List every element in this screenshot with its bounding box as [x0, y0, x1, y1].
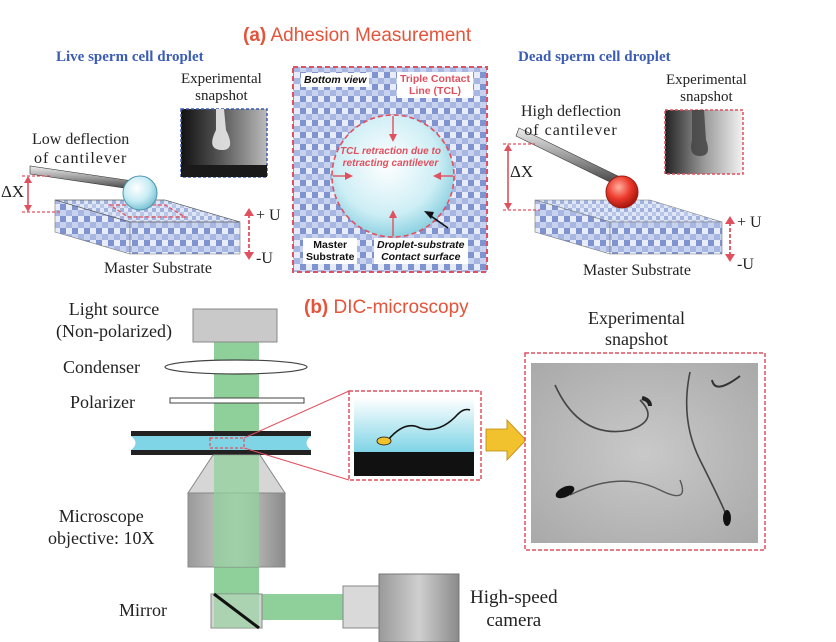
left-delta-x-label: ΔX	[1, 182, 25, 201]
right-u-arrow	[725, 216, 735, 262]
tcl-label-line1: Triple Contact	[400, 73, 471, 85]
right-cantilever	[515, 127, 639, 209]
left-snapshot	[180, 108, 268, 178]
mirror-label: Mirror	[119, 600, 167, 620]
light-source-label: Light source (Non-polarized)	[56, 298, 172, 342]
panel-b-title-text: DIC-microscopy	[333, 297, 469, 318]
tcl-retraction-line1: TCL retraction due to	[340, 146, 441, 157]
panel-b-letter: (b)	[304, 297, 329, 318]
condenser-label: Condenser	[63, 357, 140, 377]
tcl-label-line2: Line (TCL)	[409, 85, 461, 97]
contact-surface-label: Droplet-substrate Contact surface	[374, 238, 468, 264]
dic-snapshot-label: Experimental snapshot	[588, 308, 685, 350]
right-snapshot-label-line2: snapshot	[680, 89, 733, 105]
objective-label: Microscope objective: 10X	[48, 505, 154, 549]
left-snapshot-label-line1: Experimental	[181, 71, 262, 87]
dic-snapshot-line2: snapshot	[604, 329, 668, 349]
left-cantilever	[29, 165, 158, 211]
low-deflection-line2: of cantilever	[33, 150, 128, 167]
objective-line1: Microscope	[58, 506, 144, 526]
left-u-arrow	[244, 208, 254, 260]
camera-line2: camera	[486, 610, 542, 631]
panel-a-title: (a) Adhesion Measurement	[243, 25, 471, 47]
right-snapshot-label-line1: Experimental	[666, 72, 747, 88]
right-substrate	[534, 199, 723, 255]
camera-label: High-speed camera	[470, 586, 558, 632]
center-master-substrate-label: Master Substrate	[303, 238, 358, 264]
right-plus-u-label: + U	[737, 214, 762, 231]
light-source-line1: Light source	[68, 299, 160, 319]
objective-line2: objective: 10X	[48, 528, 155, 548]
live-sperm-title: Live sperm cell droplet	[56, 49, 204, 65]
left-minus-u-label: -U	[256, 250, 273, 267]
panel-a-title-text: Adhesion Measurement	[270, 25, 472, 46]
light-source-line2: (Non-polarized)	[56, 321, 172, 341]
zoom-connector	[243, 390, 350, 481]
tcl-retraction-label: TCL retraction due to retracting cantile…	[340, 146, 441, 170]
contact-surface-line1: Droplet-substrate	[377, 239, 465, 251]
mini-sperm-view	[348, 390, 482, 481]
low-deflection-line1: Low deflection	[32, 131, 130, 148]
right-minus-u-label: -U	[737, 256, 754, 273]
tcl-label: Triple Contact Line (TCL)	[397, 72, 474, 98]
contact-surface-line2: Contact surface	[381, 251, 461, 263]
center-bottom-view	[292, 66, 488, 273]
left-snapshot-label-line2: snapshot	[195, 88, 248, 104]
high-deflection-line1: High deflection	[521, 103, 621, 120]
right-delta-x-label: ΔX	[510, 162, 534, 181]
low-deflection-label: Low deflection of cantilever	[32, 130, 129, 168]
high-deflection-line2: of cantilever	[524, 122, 618, 139]
high-deflection-label: High deflection of cantilever	[521, 102, 621, 140]
dead-sperm-title: Dead sperm cell droplet	[518, 49, 671, 65]
right-delta-x-marker	[503, 143, 540, 211]
polarizer-label: Polarizer	[70, 392, 135, 412]
center-master-line1: Master	[313, 239, 348, 251]
yellow-arrow	[485, 418, 527, 462]
right-snapshot	[664, 109, 744, 175]
dic-snapshot-line1: Experimental	[588, 308, 685, 328]
bottom-view-label: Bottom view	[301, 73, 370, 87]
right-master-substrate-label: Master Substrate	[583, 262, 691, 279]
left-master-substrate-label: Master Substrate	[104, 260, 212, 277]
tcl-retraction-line2: retracting cantilever	[342, 158, 439, 169]
panel-a-letter: (a)	[243, 25, 267, 46]
panel-b-title: (b) DIC-microscopy	[304, 297, 469, 319]
left-snapshot-label: Experimental snapshot	[181, 71, 262, 105]
left-substrate	[54, 199, 241, 255]
camera-line1: High-speed	[470, 587, 558, 608]
right-snapshot-label: Experimental snapshot	[666, 72, 747, 106]
center-master-line2: Substrate	[306, 251, 355, 263]
left-plus-u-label: + U	[256, 207, 281, 224]
microscope	[131, 308, 460, 642]
dic-snapshot	[524, 352, 766, 551]
left-delta-x-marker	[22, 175, 60, 213]
